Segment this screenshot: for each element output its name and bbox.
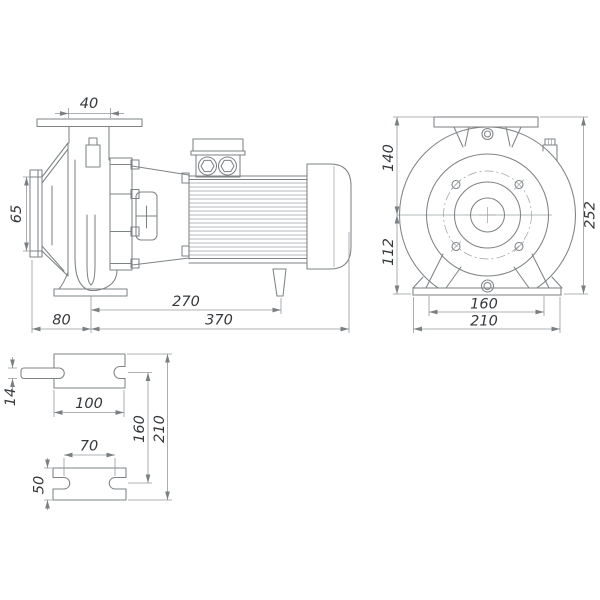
dim-label-overall-height: 252	[583, 201, 599, 229]
discharge-neck	[68, 125, 110, 161]
bolt-circle	[443, 170, 532, 260]
casing-step-circle	[425, 153, 550, 277]
dim-label-discharge-width: 40	[80, 96, 98, 112]
suction-bore	[469, 197, 506, 233]
discharge-flange	[36, 118, 143, 128]
terminal-box-lip	[190, 150, 246, 156]
casing-face	[51, 142, 69, 277]
vent-plug	[85, 144, 101, 168]
dim-label-plate-spacing: 160	[132, 415, 148, 443]
side-view-dimensions: 40 65 270 80 370	[9, 96, 350, 333]
front-foot-plate	[53, 353, 126, 389]
foot-gussets	[412, 253, 563, 289]
volute-outline	[74, 159, 118, 292]
nameplate-cross	[135, 205, 158, 229]
rear-foot-plate	[52, 467, 127, 501]
suction-flange-circle	[453, 181, 522, 249]
motor-cooling-fins	[189, 182, 307, 256]
bottom-bolt	[480, 279, 495, 293]
dim-label-axis-to-base: 112	[381, 238, 397, 266]
casing-backplate	[109, 157, 133, 271]
motor-flange-bolt-bottom	[181, 245, 190, 257]
front-foot-notch	[113, 365, 126, 380]
flange-bolt-holes	[450, 179, 525, 252]
terminal-box-lid	[192, 138, 244, 152]
suction-flange-faces	[29, 169, 43, 258]
pump-foot-base	[53, 288, 128, 297]
front-view	[397, 116, 580, 311]
backplate-bolts	[130, 159, 140, 269]
motor-end-cap	[306, 163, 352, 270]
dim-label-suction-diameter: 65	[9, 205, 25, 223]
volute-tongue	[86, 214, 96, 286]
side-view	[29, 118, 352, 297]
dim-label-rear-slot-spacing: 70	[80, 439, 98, 455]
front-foot-slot	[20, 367, 65, 380]
vent-plug-cap	[88, 137, 98, 146]
front-view-dimensions: 140 112 252 160 210	[381, 116, 599, 333]
suction-cone	[41, 142, 69, 277]
discharge-flange-front	[433, 116, 539, 128]
suction-flange	[29, 169, 43, 258]
dim-label-suction-overhang: 80	[52, 313, 70, 329]
motor-adapter	[131, 165, 190, 266]
dim-label-slot-width: 14	[3, 388, 19, 406]
flange-gussets	[453, 126, 522, 148]
motor-flange-bolt-top	[181, 172, 190, 184]
drain-plug	[272, 268, 287, 297]
dim-label-base-width: 210	[470, 314, 498, 330]
dim-label-axis-to-drain: 270	[172, 294, 200, 310]
dim-label-rear-plate-width: 50	[32, 476, 48, 494]
top-bolt	[481, 127, 494, 141]
cable-glands	[197, 156, 238, 176]
dim-label-axis-to-top: 140	[381, 144, 397, 172]
motor-frame-bands	[188, 175, 308, 264]
dim-label-foot-slot-spacing: 160	[470, 297, 498, 313]
backplate-joints	[109, 163, 133, 265]
dim-label-overall-length: 370	[205, 313, 233, 329]
rear-foot-notch-left	[52, 476, 71, 490]
rear-foot-notch-right	[108, 476, 127, 490]
pedestal	[58, 271, 69, 290]
terminal-box	[195, 154, 241, 178]
center-cross	[479, 207, 496, 223]
casing-plug	[542, 138, 558, 162]
foot-plate-rear-view	[52, 467, 127, 501]
dim-label-overall-plate-length: 210	[152, 415, 168, 443]
dim-label-front-plate-length: 100	[75, 396, 103, 412]
foot-plate-front-view	[20, 353, 126, 389]
foot-plate-dimensions: 14 100 70 50 160 210	[3, 353, 172, 510]
